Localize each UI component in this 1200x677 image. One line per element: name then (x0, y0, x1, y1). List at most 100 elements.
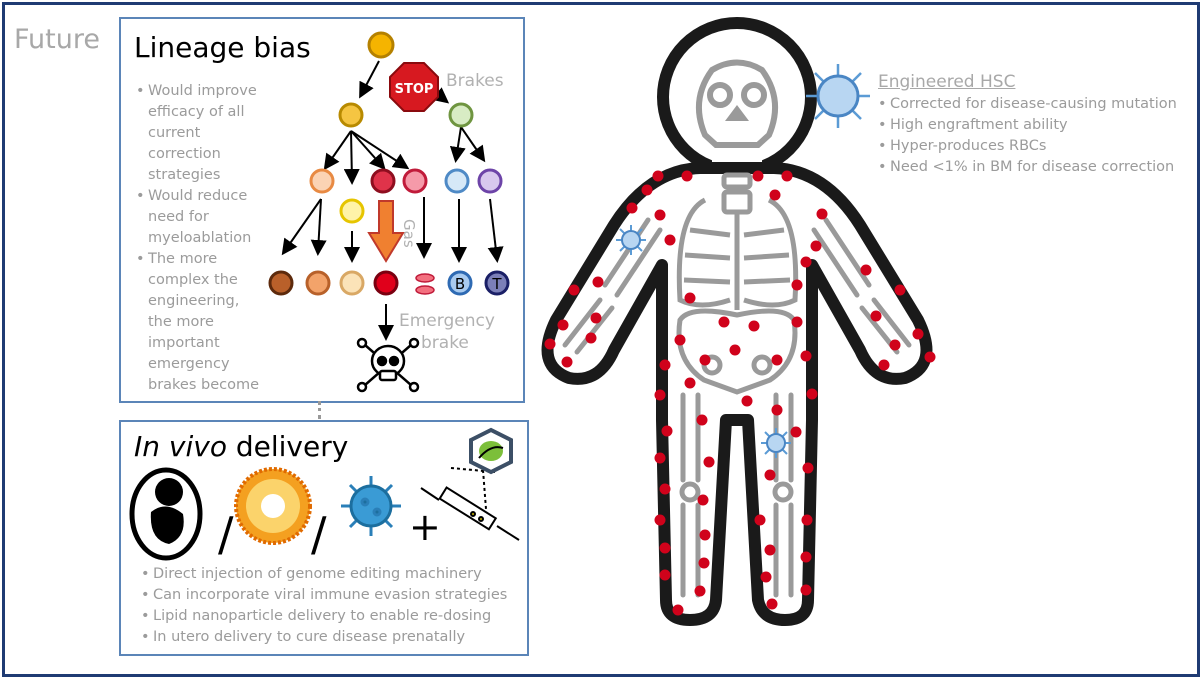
invivo-title-rest: delivery (226, 430, 349, 463)
rbc-dot (870, 310, 882, 322)
separator-slash: / (218, 507, 234, 561)
hsc-bullet: Corrected for disease-causing mutation (878, 94, 1188, 115)
invivo-title-italic: In vivo (134, 430, 227, 463)
rbc-dot (557, 319, 569, 331)
slide-label: Future (14, 24, 100, 55)
t-cell-label: T (491, 275, 502, 293)
emergency-label: Emergency (399, 311, 495, 331)
rbc-dot (802, 462, 814, 474)
rbc-dot (754, 514, 766, 526)
invivo-title: In vivo delivery (134, 430, 348, 463)
rbc-dot (800, 350, 812, 362)
rbc-dot (652, 170, 664, 182)
hsc-bullet: Hyper-produces RBCs (878, 136, 1188, 157)
rbc-dot (590, 312, 602, 324)
rbc-dot (894, 284, 906, 296)
lineage-bias-panel: Lineage bias Would improve efficacy of a… (119, 17, 525, 403)
rbc-dot (766, 598, 778, 610)
rbc-dot (748, 320, 760, 332)
rbc-dot (760, 571, 772, 583)
hsc-bullet: Need <1% in BM for disease correction (878, 157, 1188, 178)
lineage-bullet: The more complex the engineering, the mo… (136, 249, 266, 396)
lineage-tree-diagram: B T STOP Gas (268, 31, 510, 393)
hsc-title: Engineered HSC (878, 72, 1016, 92)
rbc-dot (684, 292, 696, 304)
rbc-dot (681, 170, 693, 182)
rbc-dot (800, 256, 812, 268)
rbc-dot (698, 557, 710, 569)
rbc-dot (889, 339, 901, 351)
hsc-bullets: Corrected for disease-causing mutation H… (878, 94, 1188, 178)
rbc-dot (699, 354, 711, 366)
hsc-bullet: High engraftment ability (878, 115, 1188, 136)
rbc-dot (791, 316, 803, 328)
rbc-dot (878, 359, 890, 371)
rbc-dot (771, 404, 783, 416)
svg-text:STOP: STOP (395, 82, 434, 97)
rbc-dot (659, 569, 671, 581)
gas-arrow-icon (367, 200, 405, 263)
rbc-dot (741, 395, 753, 407)
hsc-small-icon (761, 428, 791, 458)
invivo-bullet: Can incorporate viral immune evasion str… (141, 585, 521, 606)
rbc-dot (654, 452, 666, 464)
rbc-dot (561, 356, 573, 368)
lineage-bullet: Would improve efficacy of all current co… (136, 81, 266, 186)
lineage-bullets: Would improve efficacy of all current co… (136, 81, 266, 396)
panel-connector (318, 401, 321, 419)
rbc-dot (659, 542, 671, 554)
invivo-bullet: Lipid nanoparticle delivery to enable re… (141, 606, 521, 627)
rbc-dot (544, 338, 556, 350)
b-cell-label: B (455, 275, 465, 293)
rbc-dot (752, 170, 764, 182)
rbc-dot (718, 316, 730, 328)
rbc-dot (697, 494, 709, 506)
rbc-dot (592, 276, 604, 288)
lineage-bullet: Would reduce need for myeloablation (136, 186, 266, 249)
rbc-dot (659, 359, 671, 371)
granulocyte-icon (305, 270, 331, 296)
genome-editor-icon (469, 427, 513, 475)
rbc-dot (661, 425, 673, 437)
rbc-dot (674, 334, 686, 346)
rbc-dot (810, 240, 822, 252)
in-vivo-delivery-panel: In vivo delivery / / + (119, 420, 529, 656)
skeleton-ribcage (676, 172, 799, 310)
rbc-icon (415, 273, 435, 283)
lineage-title: Lineage bias (134, 31, 311, 64)
platelet-cell-icon (339, 270, 365, 296)
brakes-label: Brakes (446, 71, 504, 91)
red-blood-cell-icon (373, 270, 399, 296)
stop-sign-icon: STOP (389, 62, 439, 112)
rbc-dot (791, 279, 803, 291)
rbc-dot (699, 529, 711, 541)
rbc-dot (659, 483, 671, 495)
skull-crossbones-icon (356, 337, 420, 393)
myeloid-cell-icon (309, 168, 335, 194)
megakaryocyte-progenitor-icon (339, 198, 365, 224)
rbc-dot (912, 328, 924, 340)
gas-label: Gas (400, 219, 418, 248)
rbc-dot (664, 234, 676, 246)
rbc-dot (672, 604, 684, 616)
rbc-dot (800, 551, 812, 563)
rbc-dot (654, 514, 666, 526)
engineered-hsc-icon (806, 64, 870, 128)
rbc-dot (764, 544, 776, 556)
rbc-dot (654, 389, 666, 401)
rbc-dot (585, 332, 597, 344)
rbc-dot (801, 514, 813, 526)
engineered-hsc-block: Engineered HSC Corrected for disease-cau… (878, 72, 1188, 178)
b-cell-icon (447, 270, 473, 296)
rbc-dot (800, 584, 812, 596)
rbc-dot (790, 426, 802, 438)
t-progenitor-icon (477, 168, 503, 194)
hsc-small-icon (616, 225, 646, 255)
lymphoid-progenitor-icon (448, 102, 474, 128)
separator-slash: / (311, 507, 327, 561)
invivo-bullets: Direct injection of genome editing machi… (141, 564, 521, 648)
red-blood-cells (544, 170, 936, 616)
rbc-dot (641, 184, 653, 196)
